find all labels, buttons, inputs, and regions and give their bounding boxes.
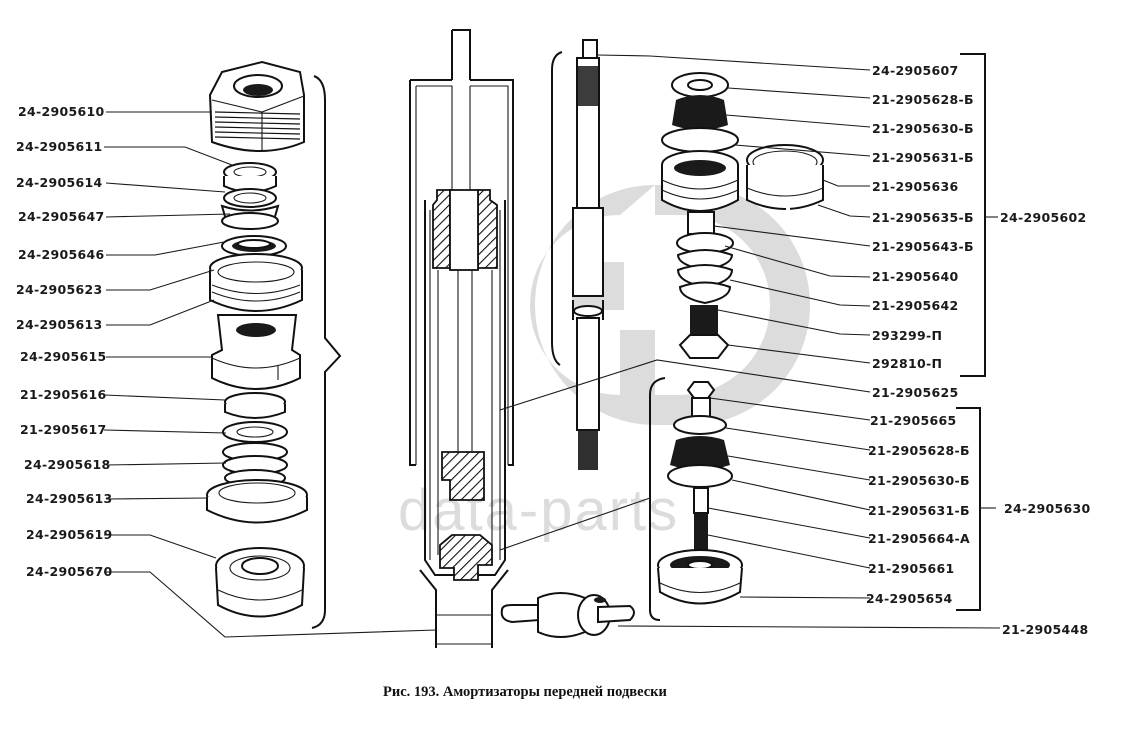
piston-rod <box>551 39 604 470</box>
left-leader-lines <box>103 111 437 638</box>
lower-right-labels: 21-2905665 21-2905628-Б 21-2905630-Б 21-… <box>866 413 1090 606</box>
part-top-nut <box>208 60 305 152</box>
part-label[interactable]: 24-2905615 <box>20 349 106 364</box>
part-label[interactable]: 21-2905616 <box>20 387 106 402</box>
part-label[interactable]: 24-2905670 <box>26 564 112 579</box>
part-label[interactable]: 21-2905664-А <box>868 531 970 546</box>
part-label[interactable]: 21-2905665 <box>870 413 956 428</box>
shock-absorber-section <box>409 29 514 648</box>
part-label[interactable]: 21-2905636 <box>872 179 958 194</box>
part-label[interactable]: 21-2905628-Б <box>872 92 974 107</box>
watermark-logo <box>530 185 655 425</box>
part-label[interactable]: 21-2905630-Б <box>868 473 970 488</box>
part-label[interactable]: 21-2905635-Б <box>872 210 974 225</box>
part-label[interactable]: 24-2905613 <box>26 491 112 506</box>
part-label[interactable]: 24-2905654 <box>866 591 952 606</box>
left-group-bracket <box>311 75 342 629</box>
figure-caption: Рис. 193. Амортизаторы передней подвески <box>383 684 667 700</box>
part-label[interactable]: 24-2905619 <box>26 527 112 542</box>
part-label[interactable]: 24-2905607 <box>872 63 958 78</box>
part-label[interactable]: 21-2905628-Б <box>868 443 970 458</box>
part-cup <box>209 253 303 312</box>
part-label[interactable]: 24-2905610 <box>18 104 104 119</box>
part-label[interactable]: 24-2905647 <box>18 209 104 224</box>
compression-valve-assembly <box>661 72 824 359</box>
left-parts-group <box>206 60 342 629</box>
part-label[interactable]: 24-2905623 <box>16 282 102 297</box>
assembly-label[interactable]: 24-2905602 <box>1000 210 1086 225</box>
part-label[interactable]: 21-2905630-Б <box>872 121 974 136</box>
part-label[interactable]: 21-2905643-Б <box>872 239 974 254</box>
part-label[interactable]: 21-2905661 <box>868 561 954 576</box>
part-label[interactable]: 292810-П <box>872 356 942 371</box>
part-label[interactable]: 21-2905642 <box>872 298 958 313</box>
rubber-bushing: 21-2905448 <box>500 592 1088 638</box>
part-label[interactable]: 21-2905631-Б <box>872 150 974 165</box>
part-seal-rings <box>220 162 287 257</box>
part-label[interactable]: 21-2905448 <box>1002 622 1088 637</box>
part-label[interactable]: 21-2905617 <box>20 422 106 437</box>
part-label[interactable]: 293299-П <box>872 328 942 343</box>
left-labels: 24-2905610 24-2905611 24-2905614 24-2905… <box>16 104 112 579</box>
watermark: data-parts <box>398 185 810 543</box>
lower-right-leader-lines <box>707 397 996 611</box>
part-label[interactable]: 24-2905646 <box>18 247 104 262</box>
part-label[interactable]: 24-2905618 <box>24 457 110 472</box>
part-label[interactable]: 24-2905611 <box>16 139 102 154</box>
watermark-logo-arc <box>655 185 810 425</box>
upper-right-leader-lines <box>499 53 998 411</box>
assembly-label[interactable]: 24-2905630 <box>1004 501 1090 516</box>
part-valve-stack <box>222 392 288 487</box>
part-label[interactable]: 21-2905625 <box>872 385 958 400</box>
part-rod-guide <box>211 314 301 390</box>
part-label[interactable]: 24-2905613 <box>16 317 102 332</box>
rebound-valve-assembly <box>499 377 743 621</box>
part-label[interactable]: 24-2905614 <box>16 175 102 190</box>
watermark-text: data-parts <box>398 478 679 543</box>
part-label[interactable]: 21-2905631-Б <box>868 503 970 518</box>
part-label[interactable]: 21-2905640 <box>872 269 958 284</box>
part-base-flange <box>206 479 308 524</box>
upper-right-labels: 24-2905607 21-2905628-Б 21-2905630-Б 21-… <box>872 63 1086 400</box>
part-bottom-valve <box>215 547 305 618</box>
